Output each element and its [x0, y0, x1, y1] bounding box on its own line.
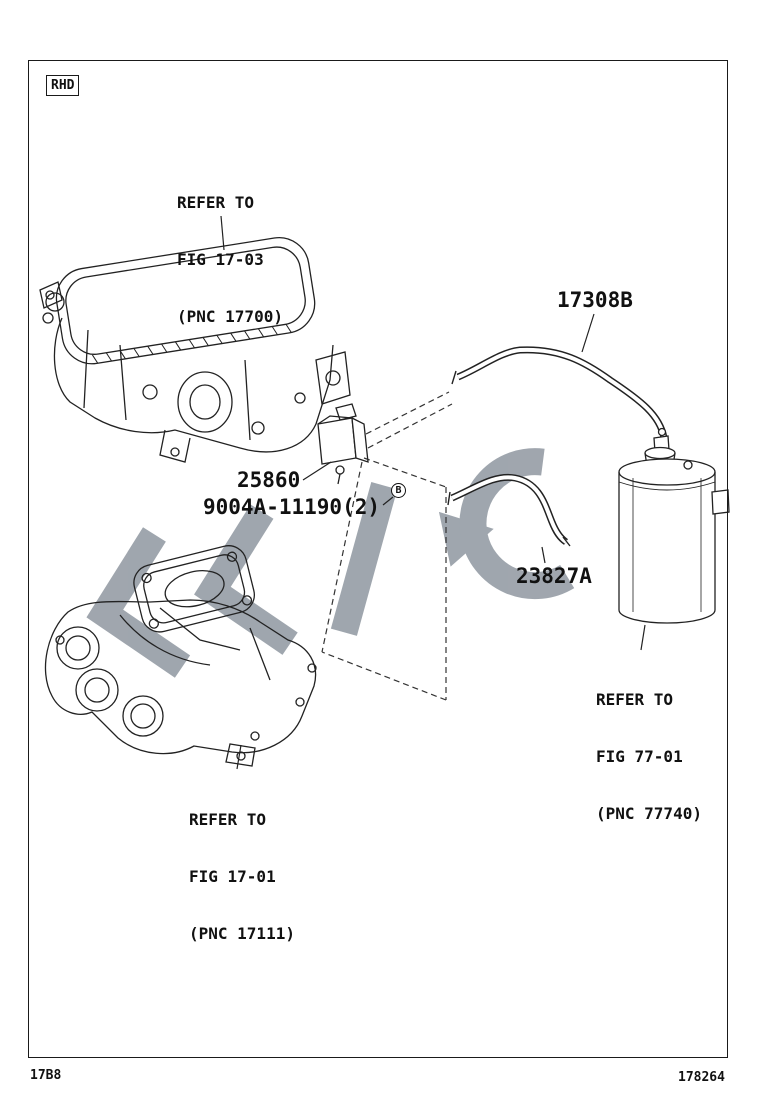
footer-figure-number: 178264	[678, 1070, 725, 1085]
refer-fig-17-01-line1: REFER TO	[189, 810, 267, 829]
refer-fig-17-01[interactable]: REFER TO FIG 17-01 (PNC 17111)	[189, 772, 295, 981]
refer-fig-17-03-line2: FIG 17-03	[177, 250, 264, 269]
watermark-chevron-2	[194, 504, 298, 655]
leader-ref-17-01	[236, 744, 242, 770]
refer-fig-17-03-line1: REFER TO	[177, 193, 255, 212]
refer-fig-17-03[interactable]: REFER TO FIG 17-03 (PNC 17700)	[177, 155, 283, 364]
leader-23827A	[541, 546, 546, 564]
vsv-valve-drawing	[317, 403, 369, 485]
part-label-17308B[interactable]: 17308B	[557, 288, 633, 312]
intake-manifold-drawing	[44, 545, 317, 767]
leader-9004A	[382, 496, 394, 506]
part-label-23827A[interactable]: 23827A	[516, 564, 592, 588]
part-label-9004A-11190[interactable]: 9004A-11190(2)	[203, 495, 381, 519]
hose-23827A-drawing	[447, 473, 571, 547]
canister-drawing	[618, 427, 730, 624]
projection-dashed-lines	[321, 391, 453, 701]
part-label-25860[interactable]: 25860	[237, 468, 301, 492]
refer-fig-77-01[interactable]: REFER TO FIG 77-01 (PNC 77740)	[596, 652, 702, 861]
footer-page-code: 17B8	[30, 1068, 62, 1083]
air-cleaner-drawing	[39, 237, 351, 463]
refer-fig-77-01-line3: (PNC 77740)	[596, 804, 702, 823]
leader-ref-77-01	[640, 624, 646, 651]
leader-25860	[302, 461, 332, 481]
refer-fig-77-01-line1: REFER TO	[596, 690, 674, 709]
refer-fig-17-03-line3: (PNC 17700)	[177, 307, 283, 326]
leader-ref-17-03	[220, 215, 225, 251]
watermark-slash	[330, 482, 398, 636]
marker-b-circle: B	[391, 483, 406, 498]
watermark-arc	[459, 448, 575, 600]
watermark	[86, 448, 575, 678]
refer-fig-17-01-line2: FIG 17-01	[189, 867, 276, 886]
refer-fig-17-01-line3: (PNC 17111)	[189, 924, 295, 943]
hose-17308B-drawing	[451, 346, 668, 452]
rhd-badge: RHD	[46, 75, 80, 96]
page-border	[28, 60, 728, 1058]
leader-lines	[220, 215, 646, 770]
leader-17308B	[581, 313, 595, 353]
refer-fig-77-01-line2: FIG 77-01	[596, 747, 683, 766]
watermark-chevron-1	[86, 527, 191, 678]
